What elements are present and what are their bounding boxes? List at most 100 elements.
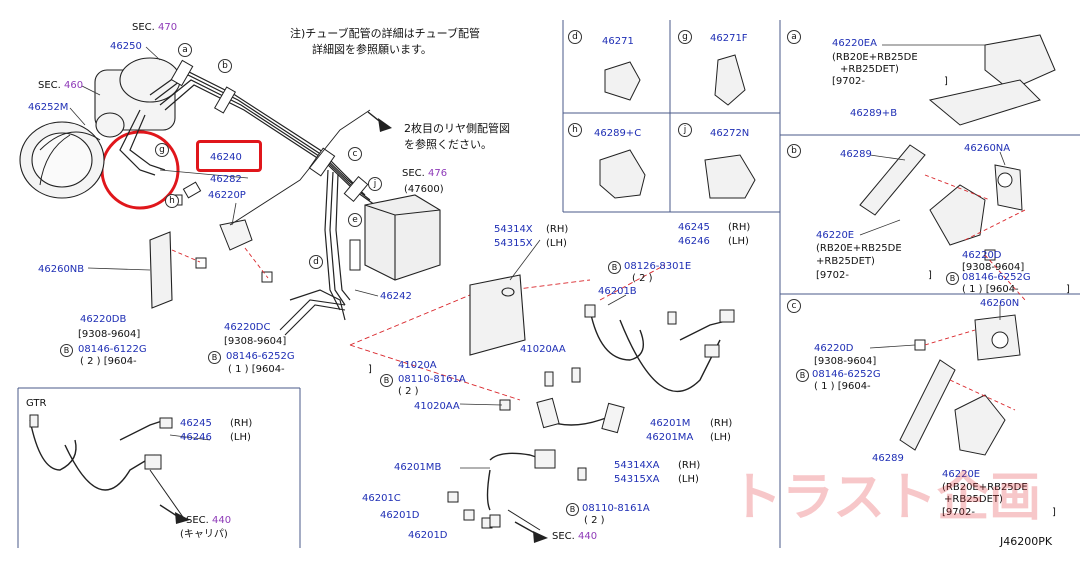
section-460[interactable]: SEC. 460 xyxy=(38,80,84,91)
lh-2: (LH) xyxy=(728,236,749,247)
part-41020A[interactable]: 41020A xyxy=(398,360,437,371)
part-46201M[interactable]: 46201M xyxy=(650,418,691,429)
part-54314X[interactable]: 54314X xyxy=(494,224,533,235)
part-46201MA[interactable]: 46201MA xyxy=(646,432,694,443)
bolt-marker-b: B xyxy=(946,272,959,285)
part-46271F[interactable]: 46271F xyxy=(710,33,748,44)
panel-b-letter: b xyxy=(787,144,801,158)
part-46282[interactable]: 46282 xyxy=(210,174,242,185)
part-08126-qty: ( 2 ) xyxy=(632,273,653,284)
lh-4: (LH) xyxy=(678,474,699,485)
watermark: トラスト企画 xyxy=(730,467,1041,528)
part-08110-qty-b: ( 2 ) xyxy=(584,515,605,526)
panel-h-letter: h xyxy=(568,123,582,137)
part-46201D-a[interactable]: 46201D xyxy=(380,510,420,521)
rh-5: (RH) xyxy=(230,418,253,429)
part-46240[interactable]: 46240 xyxy=(210,152,242,163)
part-46245-gtr[interactable]: 46245 xyxy=(180,418,212,429)
part-46220E-c-eng2: +RB25DET) xyxy=(944,494,1003,505)
part-08126-8301E[interactable]: 08126-8301E xyxy=(624,261,692,272)
part-46201B[interactable]: 46201B xyxy=(598,286,637,297)
part-41020AA-top[interactable]: 41020AA xyxy=(520,344,566,355)
section-476[interactable]: SEC. 476 xyxy=(402,168,448,179)
rh-1: (RH) xyxy=(546,224,569,235)
panel-c-letter: c xyxy=(787,299,801,313)
part-41020AA[interactable]: 41020AA xyxy=(414,401,460,412)
bolt-marker-b: B xyxy=(60,344,73,357)
part-46271[interactable]: 46271 xyxy=(602,36,634,47)
panel-j-letter: j xyxy=(678,123,692,137)
part-46220E-b[interactable]: 46220E xyxy=(816,230,855,241)
rh-3: (RH) xyxy=(710,418,733,429)
part-46220D-c-range: [9308-9604] xyxy=(814,356,877,367)
part-46220DC[interactable]: 46220DC xyxy=(224,322,271,333)
lh-5: (LH) xyxy=(230,432,251,443)
bracket-close: ] xyxy=(368,364,372,375)
part-46220EA[interactable]: 46220EA xyxy=(832,38,877,49)
part-08110-8161A[interactable]: 08110-8161A xyxy=(398,374,466,385)
part-46252M[interactable]: 46252M xyxy=(28,102,69,113)
part-46260NB[interactable]: 46260NB xyxy=(38,264,85,275)
part-46260NA[interactable]: 46260NA xyxy=(964,143,1011,154)
part-54315X[interactable]: 54315X xyxy=(494,238,533,249)
part-54315XA[interactable]: 54315XA xyxy=(614,474,660,485)
callout-e: e xyxy=(348,213,362,227)
rh-2: (RH) xyxy=(728,222,751,233)
part-46220D-c[interactable]: 46220D xyxy=(814,343,854,354)
part-46246[interactable]: 46246 xyxy=(678,236,710,247)
bolt-marker-b: B xyxy=(380,374,393,387)
part-46220P[interactable]: 46220P xyxy=(208,190,246,201)
bracket-close: ] xyxy=(928,270,932,281)
part-46289-C[interactable]: 46289+C xyxy=(594,128,642,139)
rear-note-line2: を参照ください。 xyxy=(404,138,492,151)
section-470[interactable]: SEC. 470 xyxy=(132,22,178,33)
part-46220E-c-eng1: (RB20E+RB25DE xyxy=(942,482,1028,493)
section-440-caliper[interactable]: SEC. 440 xyxy=(186,515,232,526)
part-46220D-b-range: [9308-9604] xyxy=(962,262,1025,273)
part-46289-B[interactable]: 46289+B xyxy=(850,108,898,119)
part-46242[interactable]: 46242 xyxy=(380,291,412,302)
part-08146-6252G[interactable]: 08146-6252G xyxy=(226,351,295,362)
bolt-marker-b: B xyxy=(208,351,221,364)
part-54314XA[interactable]: 54314XA xyxy=(614,460,660,471)
bolt-marker-b: B xyxy=(796,369,809,382)
bracket-close: ] xyxy=(1052,507,1056,518)
panel-a-letter: a xyxy=(787,30,801,44)
part-08110-8161A-b[interactable]: 08110-8161A xyxy=(582,503,650,514)
part-46220DB-range: [9308-9604] xyxy=(78,329,141,340)
gtr-label: GTR xyxy=(26,398,47,409)
part-46220E-b-range: [9702- xyxy=(816,270,849,281)
bracket-close: ] xyxy=(1066,284,1070,295)
part-46246-gtr[interactable]: 46246 xyxy=(180,432,212,443)
part-46220D-b[interactable]: 46220D xyxy=(962,250,1002,261)
part-08146-6252G-c-qty: ( 1 ) [9604- xyxy=(814,381,871,392)
part-08146-6122G[interactable]: 08146-6122G xyxy=(78,344,147,355)
part-46220E-c-range: [9702- xyxy=(942,507,975,518)
part-46220DC-range: [9308-9604] xyxy=(224,336,287,347)
part-46220DB[interactable]: 46220DB xyxy=(80,314,127,325)
bracket-close: ] xyxy=(944,76,948,87)
part-46201D-b[interactable]: 46201D xyxy=(408,530,448,541)
section-440[interactable]: SEC. 440 xyxy=(552,531,598,542)
part-08146-6252G-b[interactable]: 08146-6252G xyxy=(962,272,1031,283)
part-46250[interactable]: 46250 xyxy=(110,41,142,52)
part-46260N[interactable]: 46260N xyxy=(980,298,1020,309)
part-46220E-c[interactable]: 46220E xyxy=(942,469,981,480)
callout-g: g xyxy=(155,143,169,157)
part-46289-c[interactable]: 46289 xyxy=(872,453,904,464)
tube-note-line2: 詳細図を参照願います。 xyxy=(312,43,432,56)
bolt-marker-b: B xyxy=(566,503,579,516)
bolt-marker-b: B xyxy=(608,261,621,274)
lh-1: (LH) xyxy=(546,238,567,249)
part-46272N[interactable]: 46272N xyxy=(710,128,750,139)
callout-a: a xyxy=(178,43,192,57)
part-46289-b[interactable]: 46289 xyxy=(840,149,872,160)
part-46201MB[interactable]: 46201MB xyxy=(394,462,442,473)
part-08146-6252G-c[interactable]: 08146-6252G xyxy=(812,369,881,380)
panel-g-letter: g xyxy=(678,30,692,44)
highlight-box-46240 xyxy=(196,140,262,172)
part-46201C[interactable]: 46201C xyxy=(362,493,401,504)
part-46245[interactable]: 46245 xyxy=(678,222,710,233)
